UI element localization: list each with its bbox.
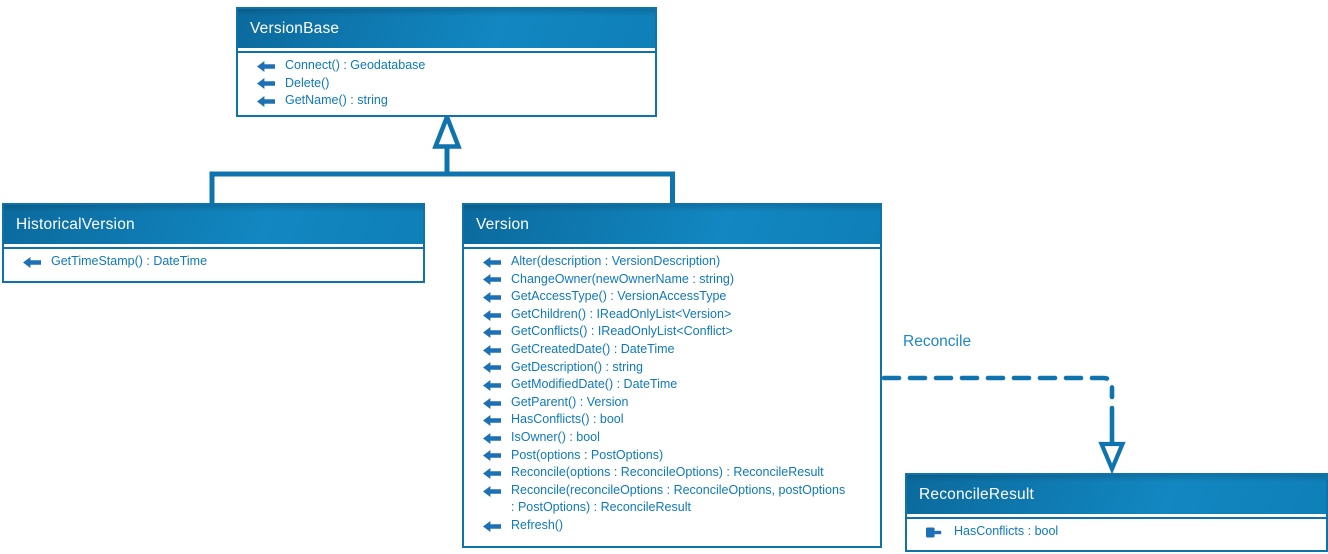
class-header: ReconcileResult: [907, 475, 1326, 517]
member-row: GetChildren() : IReadOnlyList<Version>: [464, 306, 876, 324]
member-text: GetModifiedDate() : DateTime: [511, 377, 678, 392]
member-text: GetConflicts() : IReadOnlyList<Conflict>: [511, 324, 733, 339]
member-row: Connect() : Geodatabase: [238, 57, 651, 75]
generalization-branch-line: [209, 171, 675, 204]
member-row: Delete(): [238, 75, 651, 93]
member-text: Delete(): [285, 75, 330, 90]
method-arrow-icon: [483, 291, 501, 303]
member-row: GetModifiedDate() : DateTime: [464, 376, 876, 394]
member-text: GetName() : string: [285, 93, 388, 108]
member-row: Reconcile(options : ReconcileOptions) : …: [464, 464, 876, 482]
association-open-arrowhead: [1098, 441, 1126, 475]
member-row: ChangeOwner(newOwnerName : string): [464, 271, 876, 289]
member-text: Alter(description : VersionDescription): [511, 254, 721, 268]
member-row: Refresh(): [464, 517, 876, 535]
class-title: VersionBase: [250, 19, 340, 37]
member-text: GetChildren() : IReadOnlyList<Version>: [511, 306, 732, 321]
method-arrow-icon: [483, 327, 501, 339]
class-box-historicalversion: HistoricalVersion GetTimeStamp() : DateT…: [2, 203, 425, 283]
class-header: HistoricalVersion: [4, 205, 423, 247]
method-arrow-icon: [483, 520, 501, 532]
class-member-list: HasConflicts : bool: [907, 517, 1326, 541]
member-row: GetParent() : Version: [464, 394, 876, 412]
member-row: IsOwner() : bool: [464, 429, 876, 447]
member-text: GetParent() : Version: [511, 394, 629, 409]
class-box-reconcileresult: ReconcileResult HasConflicts : bool: [905, 473, 1328, 552]
member-row: Reconcile(reconcileOptions : ReconcileOp…: [464, 482, 876, 517]
member-row: GetTimeStamp() : DateTime: [4, 253, 419, 271]
method-arrow-icon: [483, 344, 501, 356]
association-dashed-line: [881, 375, 1115, 400]
class-member-list: Alter(description : VersionDescription) C…: [464, 247, 880, 535]
member-row: GetAccessType() : VersionAccessType: [464, 288, 876, 306]
method-arrow-icon: [257, 78, 275, 90]
method-arrow-icon: [483, 415, 501, 427]
method-arrow-icon: [483, 379, 501, 391]
member-text: Reconcile(options : ReconcileOptions) : …: [511, 465, 824, 480]
method-arrow-icon: [23, 256, 41, 268]
class-member-list: GetTimeStamp() : DateTime: [4, 247, 423, 271]
member-text: IsOwner() : bool: [511, 429, 600, 444]
association-label: Reconcile: [903, 333, 972, 350]
member-text: Refresh(): [511, 517, 564, 532]
member-text: GetAccessType() : VersionAccessType: [511, 289, 727, 304]
method-arrow-icon: [483, 309, 501, 321]
generalization-connector: [209, 110, 675, 204]
method-arrow-icon: [483, 256, 501, 268]
class-title: Version: [476, 215, 530, 233]
method-arrow-icon: [483, 397, 501, 409]
method-arrow-icon: [483, 450, 501, 462]
property-icon: [926, 527, 944, 538]
member-text: GetDescription() : string: [511, 359, 643, 374]
class-title: HistoricalVersion: [16, 215, 135, 233]
member-row: GetCreatedDate() : DateTime: [464, 341, 876, 359]
class-title: ReconcileResult: [919, 485, 1034, 503]
member-row: Alter(description : VersionDescription): [464, 253, 876, 271]
member-row: GetName() : string: [238, 92, 651, 110]
association-connector: [881, 375, 1126, 475]
member-row: HasConflicts : bool: [907, 523, 1322, 541]
member-row: HasConflicts() : bool: [464, 411, 876, 429]
member-text: Connect() : Geodatabase: [285, 58, 426, 72]
method-arrow-icon: [483, 274, 501, 286]
method-arrow-icon: [483, 362, 501, 374]
member-text: HasConflicts() : bool: [511, 412, 624, 427]
class-header: Version: [464, 205, 880, 247]
generalization-triangle-arrowhead: [432, 110, 462, 149]
method-arrow-icon: [483, 485, 501, 497]
member-row: GetDescription() : string: [464, 359, 876, 377]
member-text: Reconcile(reconcileOptions : ReconcileOp…: [511, 482, 846, 515]
method-arrow-icon: [483, 432, 501, 444]
member-text: HasConflicts : bool: [954, 524, 1059, 538]
class-header: VersionBase: [238, 9, 655, 51]
member-text: GetCreatedDate() : DateTime: [511, 341, 675, 356]
member-text: ChangeOwner(newOwnerName : string): [511, 271, 735, 286]
class-box-version: Version Alter(description : VersionDescr…: [462, 203, 882, 548]
member-text: Post(options : PostOptions): [511, 447, 664, 462]
method-arrow-icon: [257, 95, 275, 107]
member-row: GetConflicts() : IReadOnlyList<Conflict>: [464, 323, 876, 341]
member-text: GetTimeStamp() : DateTime: [51, 254, 208, 268]
method-arrow-icon: [483, 467, 501, 479]
method-arrow-icon: [257, 60, 275, 72]
member-row: Post(options : PostOptions): [464, 447, 876, 465]
